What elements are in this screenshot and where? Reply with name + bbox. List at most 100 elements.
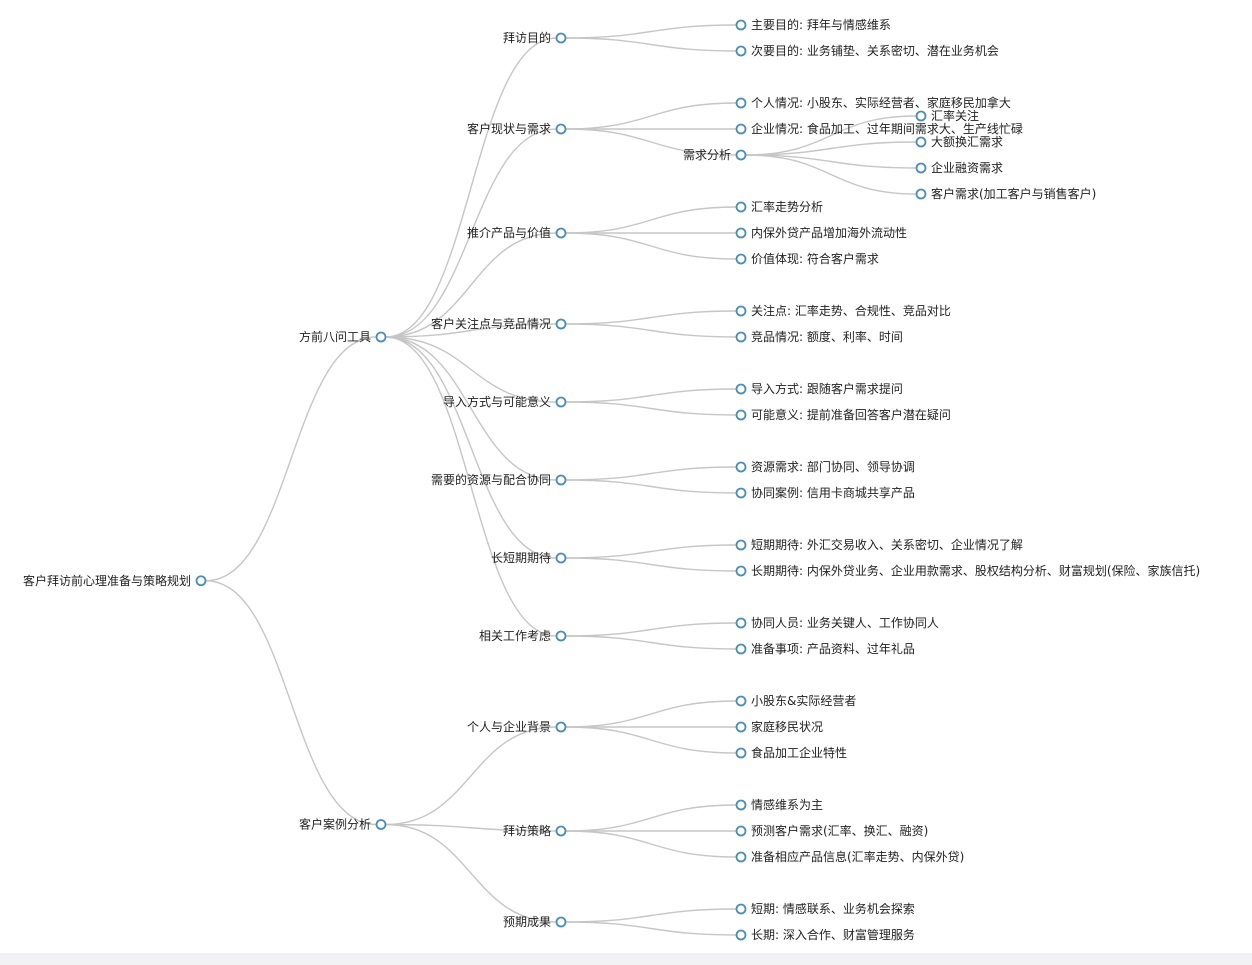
node-toggle-circle[interactable] (555, 721, 567, 733)
mindmap-node-depth-3[interactable]: 需求分析 (683, 148, 747, 162)
node-toggle-circle[interactable] (735, 643, 747, 655)
mindmap-node-depth-4[interactable]: 企业融资需求 (915, 160, 1004, 175)
mindmap-node-depth-3[interactable]: 短期期待: 外汇交易收入、关系密切、企业情况了解 (735, 537, 1023, 552)
node-toggle-circle[interactable] (915, 188, 927, 200)
mindmap-node-depth-3[interactable]: 企业情况: 食品加工、过年期间需求大、生产线忙碌 (735, 121, 1023, 136)
node-toggle-circle[interactable] (735, 383, 747, 395)
mindmap-node-depth-2[interactable]: 客户关注点与竞品情况 (431, 316, 567, 331)
node-toggle-circle[interactable] (735, 201, 747, 213)
mindmap-node-depth-2[interactable]: 长短期期待 (491, 551, 567, 565)
node-toggle-circle[interactable] (555, 474, 567, 486)
node-toggle-circle[interactable] (735, 409, 747, 421)
mindmap-node-depth-2[interactable]: 预期成果 (503, 915, 567, 929)
node-label: 价值体现: 符合客户需求 (751, 251, 879, 266)
mindmap-link (565, 830, 737, 858)
mindmap-node-depth-3[interactable]: 价值体现: 符合客户需求 (735, 251, 879, 266)
mindmap-node-depth-1[interactable]: 客户案例分析 (299, 817, 387, 832)
mindmap-node-depth-2[interactable]: 导入方式与可能意义 (443, 394, 567, 409)
node-toggle-circle[interactable] (915, 110, 927, 122)
mindmap-node-depth-3[interactable]: 家庭移民状况 (735, 719, 824, 734)
node-toggle-circle[interactable] (735, 903, 747, 915)
mindmap-node-depth-4[interactable]: 大额换汇需求 (915, 135, 1004, 149)
mindmap-node-depth-4[interactable]: 汇率关注 (915, 108, 980, 123)
mindmap-node-depth-3[interactable]: 准备事项: 产品资料、过年礼品 (735, 641, 915, 656)
node-label: 小股东&实际经营者 (751, 693, 856, 708)
mindmap-node-depth-3[interactable]: 主要目的: 拜年与情感维系 (735, 17, 891, 32)
mindmap-node-depth-3[interactable]: 食品加工企业特性 (735, 745, 848, 760)
mindmap-link (385, 336, 557, 637)
mindmap-node-depth-0[interactable]: 客户拜访前心理准备与策略规划 (23, 573, 207, 588)
mindmap-node-depth-3[interactable]: 小股东&实际经营者 (735, 693, 857, 708)
mindmap-node-depth-2[interactable]: 客户现状与需求 (467, 121, 567, 136)
node-toggle-circle[interactable] (735, 539, 747, 551)
node-label: 资源需求: 部门协同、领导协调 (751, 459, 915, 474)
mindmap-link (565, 310, 737, 325)
node-toggle-circle[interactable] (735, 851, 747, 863)
node-toggle-circle[interactable] (735, 617, 747, 629)
mindmap-node-depth-3[interactable]: 协同人员: 业务关键人、工作协同人 (735, 615, 939, 630)
node-toggle-circle[interactable] (735, 149, 747, 161)
mindmap-node-depth-3[interactable]: 协同案例: 信用卡商城共享产品 (735, 485, 915, 500)
mindmap-node-depth-2[interactable]: 拜访目的 (503, 30, 567, 45)
mindmap-node-depth-2[interactable]: 需要的资源与配合协同 (431, 472, 567, 487)
node-toggle-circle[interactable] (735, 45, 747, 57)
node-toggle-circle[interactable] (735, 487, 747, 499)
node-toggle-circle[interactable] (555, 123, 567, 135)
node-toggle-circle[interactable] (375, 331, 387, 343)
mindmap-link (565, 466, 737, 481)
node-toggle-circle[interactable] (735, 565, 747, 577)
mindmap-node-depth-3[interactable]: 情感维系为主 (735, 797, 824, 812)
mindmap-node-depth-3[interactable]: 短期: 情感联系、业务机会探索 (735, 901, 915, 916)
node-toggle-circle[interactable] (915, 136, 927, 148)
mindmap-node-depth-3[interactable]: 资源需求: 部门协同、领导协调 (735, 459, 915, 474)
node-toggle-circle[interactable] (915, 162, 927, 174)
node-toggle-circle[interactable] (735, 97, 747, 109)
node-toggle-circle[interactable] (735, 747, 747, 759)
mindmap-node-depth-3[interactable]: 长期期待: 内保外贷业务、企业用款需求、股权结构分析、财富规划(保险、家族信托) (735, 563, 1201, 578)
node-toggle-circle[interactable] (555, 630, 567, 642)
node-toggle-circle[interactable] (735, 695, 747, 707)
mindmap-node-depth-3[interactable]: 准备相应产品信息(汇率走势、内保外贷) (735, 849, 965, 864)
mindmap-node-depth-3[interactable]: 次要目的: 业务铺垫、关系密切、潜在业务机会 (735, 43, 999, 58)
mindmap-node-depth-3[interactable]: 个人情况: 小股东、实际经营者、家庭移民加拿大 (735, 95, 1011, 110)
node-toggle-circle[interactable] (735, 227, 747, 239)
mindmap-node-depth-4[interactable]: 客户需求(加工客户与销售客户) (915, 186, 1097, 201)
node-toggle-circle[interactable] (555, 825, 567, 837)
mindmap-link (565, 726, 737, 754)
mindmap-node-depth-3[interactable]: 导入方式: 跟随客户需求提问 (735, 381, 903, 396)
node-toggle-circle[interactable] (735, 305, 747, 317)
mindmap-node-depth-2[interactable]: 推介产品与价值 (467, 225, 567, 240)
node-toggle-circle[interactable] (555, 318, 567, 330)
mindmap-node-depth-1[interactable]: 方前八问工具 (299, 329, 387, 344)
node-toggle-circle[interactable] (735, 929, 747, 941)
node-toggle-circle[interactable] (555, 916, 567, 928)
mindmap-node-depth-3[interactable]: 汇率走势分析 (735, 199, 824, 214)
node-toggle-circle[interactable] (735, 721, 747, 733)
mindmap-node-depth-3[interactable]: 长期: 深入合作、财富管理服务 (735, 927, 915, 942)
mindmap-links (205, 24, 917, 936)
node-toggle-circle[interactable] (735, 799, 747, 811)
mindmap-link (385, 336, 557, 403)
mindmap-node-depth-3[interactable]: 可能意义: 提前准备回答客户潜在疑问 (735, 407, 951, 422)
mindmap-node-depth-2[interactable]: 个人与企业背景 (467, 719, 567, 734)
node-toggle-circle[interactable] (735, 331, 747, 343)
mindmap-node-depth-3[interactable]: 关注点: 汇率走势、合规性、竞品对比 (735, 303, 951, 318)
node-toggle-circle[interactable] (555, 552, 567, 564)
mindmap-node-depth-3[interactable]: 竞品情况: 额度、利率、时间 (735, 329, 903, 344)
node-toggle-circle[interactable] (735, 825, 747, 837)
node-toggle-circle[interactable] (195, 575, 207, 587)
node-label: 需要的资源与配合协同 (431, 472, 551, 487)
mindmap-node-depth-3[interactable]: 预测客户需求(汇率、换汇、融资) (735, 823, 929, 838)
node-toggle-circle[interactable] (735, 123, 747, 135)
node-toggle-circle[interactable] (735, 19, 747, 31)
node-toggle-circle[interactable] (555, 227, 567, 239)
mindmap-node-depth-2[interactable]: 拜访策略 (503, 823, 567, 838)
node-toggle-circle[interactable] (735, 461, 747, 473)
node-toggle-circle[interactable] (555, 32, 567, 44)
node-toggle-circle[interactable] (555, 396, 567, 408)
mindmap-node-depth-3[interactable]: 内保外贷产品增加海外流动性 (735, 225, 908, 240)
node-toggle-circle[interactable] (735, 253, 747, 265)
node-toggle-circle[interactable] (375, 819, 387, 830)
mindmap-node-depth-2[interactable]: 相关工作考虑 (479, 629, 567, 643)
mindmap-link (565, 557, 737, 572)
